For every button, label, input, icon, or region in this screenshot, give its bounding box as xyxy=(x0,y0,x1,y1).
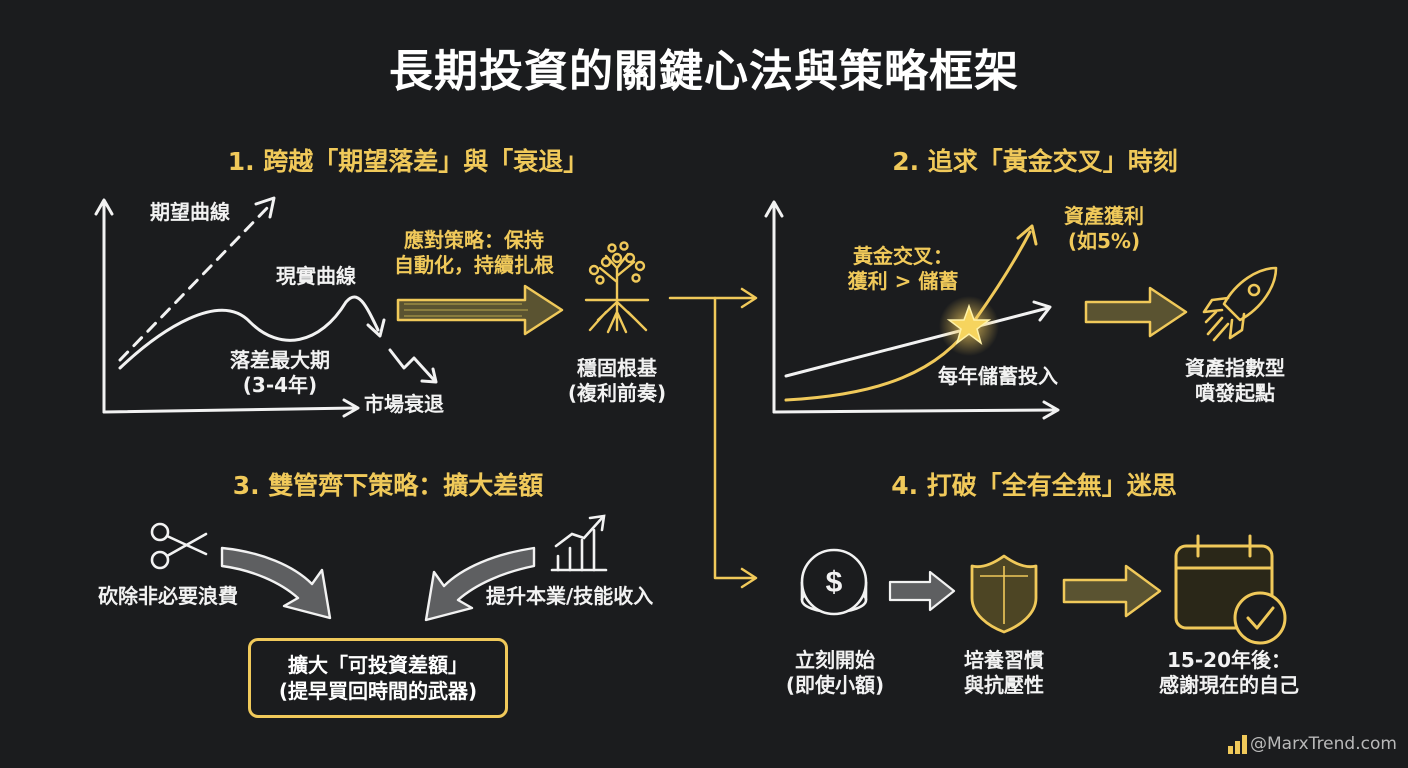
s1-x-axis xyxy=(102,406,358,414)
habit-label: 培養習慣 與抗壓性 xyxy=(944,648,1064,698)
boost-income-label: 提升本業/技能收入 xyxy=(486,584,654,608)
rocket-icon xyxy=(1202,266,1278,342)
section-3-heading: 3. 雙管齊下策略：擴大差額 xyxy=(232,471,544,500)
future-self-line-1: 15-20年後： xyxy=(1167,648,1291,672)
shield-icon xyxy=(970,554,1038,634)
actual-curve-arrow xyxy=(366,318,386,338)
watermark: @MarxTrend.com xyxy=(1250,734,1397,754)
start-now-line-1: 立刻開始 xyxy=(795,648,875,672)
savings-line xyxy=(784,306,1050,378)
strategy-arrow xyxy=(396,284,564,336)
s1-y-axis-arrow xyxy=(94,198,114,216)
tree-roots-icon xyxy=(584,241,650,334)
recession-arrow xyxy=(388,348,436,382)
gold-connector xyxy=(668,287,758,589)
foundation-line-1: 穩固根基 xyxy=(577,356,657,380)
recession-arrow-head xyxy=(420,367,438,384)
foundation-line-2: (複利前奏) xyxy=(567,381,667,405)
savings-line-arrow xyxy=(1032,300,1052,322)
future-arrow xyxy=(1062,564,1162,618)
asset-profit-label: 資產獲利 (如5%) xyxy=(1044,204,1164,254)
strategy-line-1: 應對策略：保持 xyxy=(404,228,544,252)
calendar-check-icon xyxy=(1174,534,1287,645)
asset-profit-line-1: 資產獲利 xyxy=(1064,204,1144,228)
expected-curve-arrow xyxy=(254,196,276,219)
future-self-line-2: 感謝現在的自己 xyxy=(1159,673,1299,697)
foundation-label: 穩固根基 (複利前奏) xyxy=(542,356,692,406)
star-icon xyxy=(939,296,999,356)
bar-logo-icon xyxy=(1228,735,1247,754)
s2-x-axis-arrow xyxy=(1042,400,1060,420)
gap-period-line-2: (3-4年) xyxy=(242,373,318,397)
actual-curve-label: 現實曲線 xyxy=(276,264,356,288)
page-title: 長期投資的關鍵心法與策略框架 xyxy=(389,46,1019,97)
golden-cross-label: 黃金交叉： 獲利 > 儲蓄 xyxy=(828,244,978,294)
golden-cross-line-1: 黃金交叉： xyxy=(853,244,953,268)
profit-curve-arrow xyxy=(1016,224,1038,246)
cut-waste-arrow xyxy=(220,546,332,620)
strategy-label: 應對策略：保持 自動化，持續扎根 xyxy=(374,228,574,278)
section-1-heading: 1. 跨越「期望落差」與「衰退」 xyxy=(227,147,589,176)
start-now-label: 立刻開始 (即使小額) xyxy=(770,648,900,698)
golden-cross-line-2: 獲利 > 儲蓄 xyxy=(847,269,959,293)
bar-chart-growth-icon xyxy=(550,514,608,572)
strategy-line-2: 自動化，持續扎根 xyxy=(394,253,554,277)
expected-curve-line xyxy=(118,203,272,362)
expected-curve-label: 期望曲線 xyxy=(150,200,230,224)
asset-profit-line-2: (如5%) xyxy=(1067,229,1141,253)
cut-waste-label: 砍除非必要浪費 xyxy=(98,584,238,608)
s2-y-axis-arrow xyxy=(764,200,784,218)
exponential-start-line-1: 資產指數型 xyxy=(1185,356,1285,380)
golden-cross-chart xyxy=(764,200,1060,420)
section-4-heading: 4. 打破「全有全無」迷思 xyxy=(891,471,1177,500)
s1-x-axis-arrow xyxy=(342,398,360,418)
habit-line-2: 與抗壓性 xyxy=(964,673,1044,697)
gap-period-label: 落差最大期 (3-4年) xyxy=(190,348,370,398)
scissors-icon xyxy=(150,522,208,570)
actual-curve-line xyxy=(118,295,380,370)
future-self-label: 15-20年後： 感謝現在的自己 xyxy=(1134,648,1324,698)
expectation-gap-chart xyxy=(94,196,438,418)
dollar-coin-icon: $ xyxy=(800,548,868,616)
annual-savings-label: 每年儲蓄投入 xyxy=(938,364,1058,388)
start-now-line-2: (即使小額) xyxy=(785,673,885,697)
habit-line-1: 培養習慣 xyxy=(964,648,1044,672)
recession-label: 市場衰退 xyxy=(364,392,444,416)
section-2-heading: 2. 追求「黃金交叉」時刻 xyxy=(892,147,1178,176)
investable-gap-box: 擴大「可投資差額」 (提早買回時間的武器) xyxy=(248,638,508,718)
gap-period-line-1: 落差最大期 xyxy=(230,348,330,372)
svg-text:$: $ xyxy=(826,566,843,599)
habit-arrow xyxy=(888,570,956,612)
investable-gap-line-1: 擴大「可投資差額」 xyxy=(288,653,468,677)
explosion-arrow xyxy=(1084,286,1188,338)
exponential-start-label: 資產指數型 噴發起點 xyxy=(1160,356,1310,406)
boost-income-arrow xyxy=(424,546,536,622)
s2-x-axis xyxy=(772,408,1058,414)
investable-gap-line-2: (提早買回時間的武器) xyxy=(278,679,478,703)
exponential-start-line-2: 噴發起點 xyxy=(1195,381,1275,405)
